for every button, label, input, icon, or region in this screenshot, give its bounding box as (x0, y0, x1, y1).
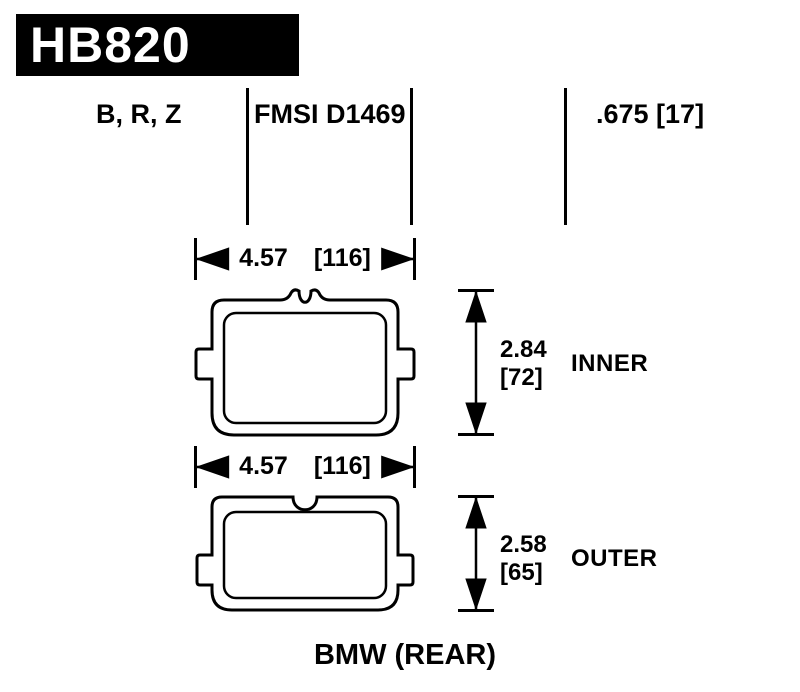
arrowhead-up (465, 290, 487, 323)
outer-width-inches: 4.57 (239, 452, 288, 480)
arrowhead-left (195, 247, 230, 271)
pad-thickness: .675 [17] (596, 99, 705, 129)
inner-height-inches: 2.84 (500, 336, 547, 363)
inner-pad-drawing (194, 288, 416, 437)
part-number: HB820 (30, 17, 191, 73)
part-number-banner: HB820 (16, 14, 299, 76)
outer-height-mm: [65] (500, 559, 543, 586)
arrowhead-down (465, 402, 487, 435)
arrowhead-up (465, 496, 487, 529)
arrowhead-right (380, 247, 415, 271)
outer-pad-drawing (195, 495, 415, 612)
fmsi-number: FMSI D1469 (254, 99, 406, 129)
outer-height-inches: 2.58 (500, 531, 547, 558)
outer-width-mm: [116] (313, 452, 371, 480)
inner-width-inches: 4.57 (239, 244, 288, 272)
outer-pad-label: OUTER (571, 545, 658, 572)
arrowhead-left (195, 455, 230, 479)
vehicle-application: BMW (REAR) (313, 639, 497, 671)
separator-line-right (564, 88, 567, 225)
inner-height-mm: [72] (500, 364, 543, 391)
separator-line-left (246, 88, 249, 225)
separator-line-middle (410, 88, 413, 225)
inner-pad-friction-outline (222, 311, 388, 425)
outer-pad-friction-outline (222, 510, 388, 600)
outer-pad-width-text: 4.57 [116] (229, 454, 381, 479)
inner-width-mm: [116] (313, 244, 371, 272)
arrowhead-right (380, 455, 415, 479)
arrowhead-down (465, 578, 487, 611)
inner-pad-width-text: 4.57 [116] (229, 246, 381, 271)
compound-codes: B, R, Z (96, 99, 182, 129)
spec-column-separators (246, 88, 567, 225)
inner-pad-height-dimension (458, 289, 494, 436)
outer-pad-outline (195, 495, 415, 612)
outer-pad-height-dimension (458, 495, 494, 612)
inner-pad-label: INNER (571, 350, 649, 377)
inner-pad-outline (194, 288, 416, 437)
